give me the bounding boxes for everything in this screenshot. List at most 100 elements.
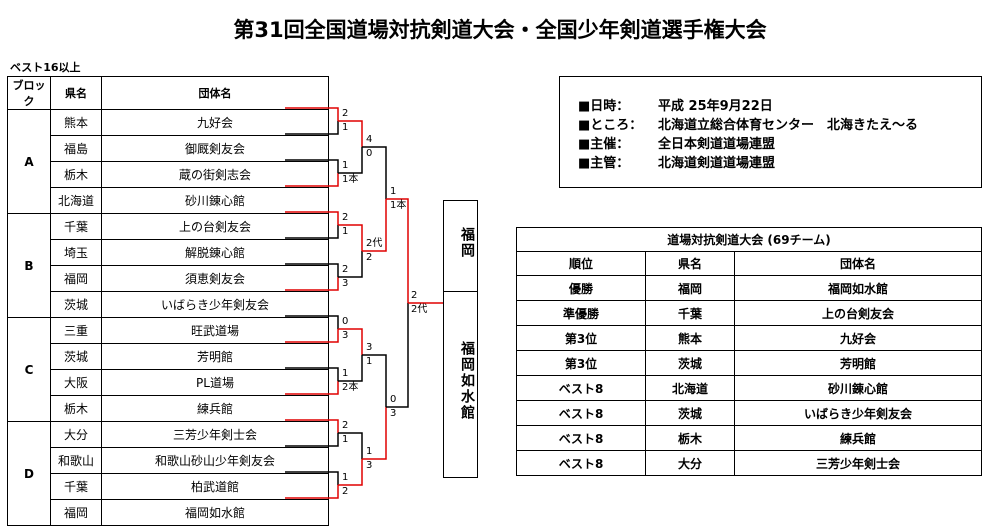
- score-label: 1本: [342, 174, 359, 185]
- score-label: 2代: [411, 304, 428, 315]
- bracket-line: [338, 432, 363, 459]
- score-label: 3: [366, 342, 373, 353]
- block-label: A: [7, 109, 51, 214]
- info-row-date: ■日時： 平成 25年9月22日: [578, 95, 773, 114]
- info-value: 平成 25年9月22日: [658, 99, 773, 114]
- score-label: 0: [342, 316, 349, 327]
- team-pref: 埼玉: [50, 239, 102, 266]
- score-label: 1: [342, 226, 349, 237]
- bracket-line: [338, 147, 363, 174]
- rank-cell: 準優勝: [516, 300, 646, 326]
- score-label: 3: [342, 278, 349, 289]
- bracket-line: [338, 251, 363, 278]
- table-row: 第3位熊本九好会: [516, 325, 982, 351]
- team-name: 芳明館: [101, 343, 329, 370]
- score-label: 2本: [342, 382, 359, 393]
- team-name: 須恵剣友会: [101, 265, 329, 292]
- event-info-box: ■日時： 平成 25年9月22日 ■ところ： 北海道立総合体育センター 北海きたえ～…: [559, 76, 982, 188]
- info-key: ■ところ：: [578, 118, 643, 133]
- bracket-line: [338, 328, 363, 355]
- info-value: 北海道剣道道場連盟: [658, 156, 776, 171]
- info-value: 全日本剣道道場連盟: [658, 137, 776, 152]
- team-pref: 和歌山: [50, 447, 102, 474]
- bracket-line: [285, 419, 339, 433]
- team-cell: 九好会: [734, 325, 982, 351]
- rank-cell: 優勝: [516, 275, 646, 301]
- info-key: ■主催：: [578, 137, 630, 152]
- bracket-line: [362, 146, 387, 199]
- team-pref: 千葉: [50, 213, 102, 240]
- score-label: 1: [390, 186, 397, 197]
- score-label: 1: [342, 160, 349, 171]
- bracket-line: [362, 354, 387, 407]
- bracket-line: [285, 433, 339, 447]
- bracket-line: [338, 224, 363, 251]
- pref-cell: 福岡: [645, 275, 735, 301]
- info-value: 北海道立総合体育センター 北海きたえ～る: [658, 118, 919, 133]
- team-name: 旺武道場: [101, 317, 329, 344]
- team-pref: 福島: [50, 135, 102, 162]
- info-row-host: ■主催： 全日本剣道道場連盟: [578, 133, 775, 152]
- score-label: 2代: [366, 238, 383, 249]
- score-label: 2: [342, 212, 349, 223]
- team-pref: 熊本: [50, 109, 102, 136]
- pref-cell: 熊本: [645, 325, 735, 351]
- team-name: 練兵館: [101, 395, 329, 422]
- best16-label: ベスト16以上: [10, 61, 81, 74]
- score-label: 2: [342, 420, 349, 431]
- pref-cell: 栃木: [645, 425, 735, 451]
- champion-pref: 福岡: [459, 227, 475, 259]
- info-row-venue: ■ところ： 北海道立総合体育センター 北海きたえ～る: [578, 114, 918, 133]
- bracket-line: [338, 355, 363, 382]
- bracket-line: [338, 120, 363, 147]
- score-label: 1: [342, 472, 349, 483]
- bracket-line: [285, 159, 339, 173]
- table-row: 準優勝千葉上の台剣友会: [516, 300, 982, 326]
- info-key: ■日時：: [578, 99, 630, 114]
- rank-cell: 第3位: [516, 350, 646, 376]
- info-key: ■主管：: [578, 156, 630, 171]
- score-label: 1: [366, 356, 373, 367]
- team-pref: 福岡: [50, 265, 102, 292]
- rank-cell: ベスト8: [516, 400, 646, 426]
- team-name: 蔵の街剣志会: [101, 161, 329, 188]
- score-label: 2: [366, 252, 373, 263]
- champion-team: 福岡如水館: [459, 341, 475, 421]
- team-cell: 練兵館: [734, 425, 982, 451]
- table-row: 第3位茨城芳明館: [516, 350, 982, 376]
- team-pref: 大阪: [50, 369, 102, 396]
- score-label: 3: [342, 330, 349, 341]
- team-pref: 栃木: [50, 395, 102, 422]
- bracket-line: [285, 381, 339, 395]
- bracket-line: [285, 471, 339, 485]
- bracket-line: [362, 199, 387, 252]
- bracket-line: [362, 407, 387, 460]
- score-label: 1: [342, 122, 349, 133]
- score-label: 0: [366, 148, 373, 159]
- score-label: 2: [342, 108, 349, 119]
- champion-pref-cell: 福岡: [444, 201, 477, 292]
- pref-cell: 千葉: [645, 300, 735, 326]
- team-cell: 三芳少年剣士会: [734, 450, 982, 476]
- score-label: 2: [342, 264, 349, 275]
- team-cell: 上の台剣友会: [734, 300, 982, 326]
- team-pref: 千葉: [50, 473, 102, 500]
- team-pref: 栃木: [50, 161, 102, 188]
- team-cell: いばらき少年剣友会: [734, 400, 982, 426]
- results-header-team: 団体名: [734, 251, 982, 276]
- rank-cell: ベスト8: [516, 375, 646, 401]
- results-table: 道場対抗剣道大会 (69チーム) 順位 県名 団体名 優勝福岡福岡如水館 準優勝…: [516, 227, 982, 476]
- rank-cell: 第3位: [516, 325, 646, 351]
- score-label: 1本: [390, 200, 407, 211]
- block-label: D: [7, 421, 51, 526]
- score-label: 2: [342, 486, 349, 497]
- team-name: 柏武道館: [101, 473, 329, 500]
- champion-box: 福岡 福岡如水館: [443, 200, 478, 478]
- table-row: 優勝福岡福岡如水館: [516, 275, 982, 301]
- bracket-line: [285, 329, 339, 343]
- score-label: 0: [390, 394, 397, 405]
- page-title: 第31回全国道場対抗剣道大会・全国少年剣道選手権大会: [233, 18, 767, 42]
